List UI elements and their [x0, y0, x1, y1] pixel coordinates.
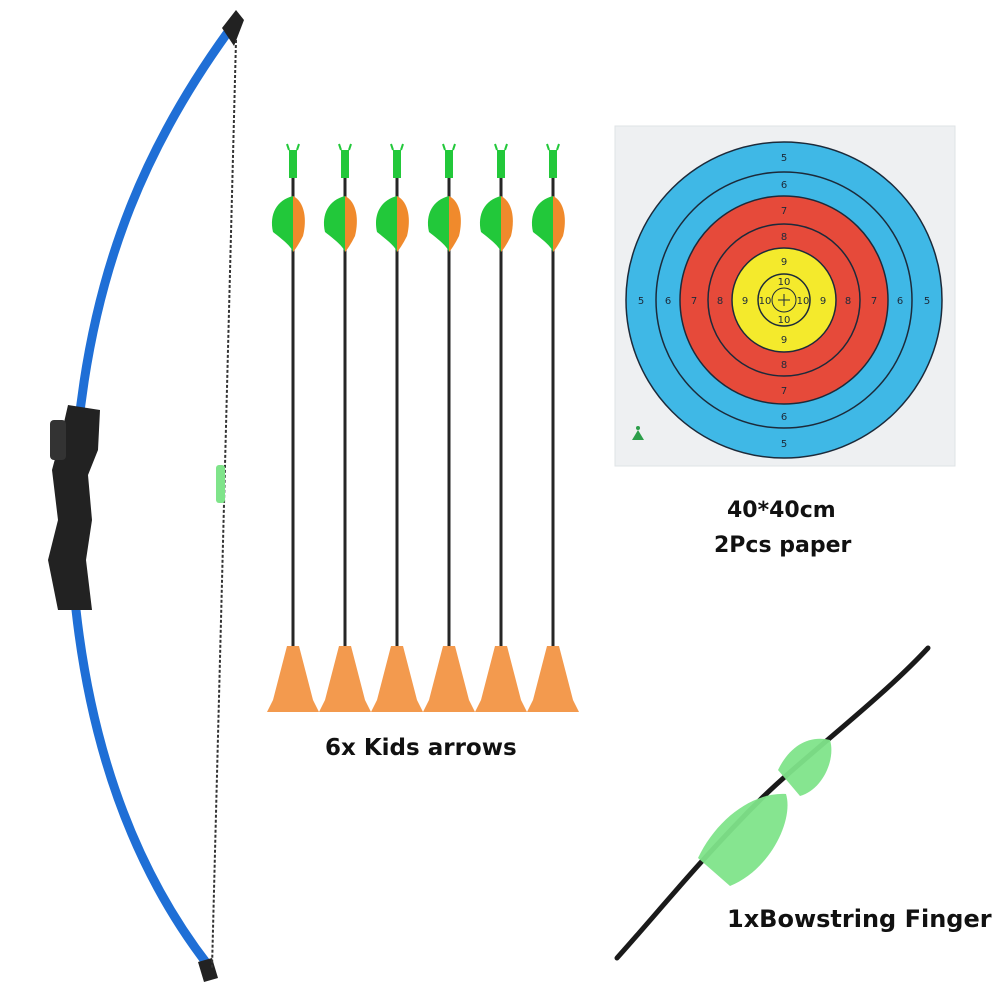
arrow-fletch-green: [323, 196, 345, 252]
ring-label-9: 9: [742, 296, 748, 307]
finger-guard-bottom: [698, 793, 788, 886]
arrow-nock-tips: [286, 143, 300, 151]
ring-label-8: 8: [845, 296, 851, 307]
target-logo: [632, 426, 644, 440]
ring-label-5: 5: [781, 439, 787, 450]
arrow-suction-cup: [267, 646, 319, 712]
arrow-6: [527, 143, 579, 712]
arrow-suction-cup: [475, 646, 527, 712]
arrow-fletch-orange: [501, 196, 513, 252]
arrow-nock: [445, 150, 453, 178]
arrow-nock-tips: [442, 143, 456, 151]
ring-label-9: 9: [781, 335, 787, 346]
arrow-nock-tips: [390, 143, 404, 151]
ring-label-5: 5: [781, 153, 787, 164]
arrow-fletch-orange: [553, 196, 565, 252]
arrow-4: [423, 143, 475, 712]
arrow-fletch-green: [427, 196, 449, 252]
ring-label-6: 6: [781, 180, 787, 191]
arrow-1: [267, 143, 319, 712]
ring-label-5: 5: [924, 296, 930, 307]
ring-label-10: 10: [759, 296, 772, 307]
arrow-nock-tips: [494, 143, 508, 151]
ring-label-8: 8: [781, 360, 787, 371]
arrow-nock: [341, 150, 349, 178]
ring-label-7: 7: [691, 296, 697, 307]
arrow-nock-tips: [338, 143, 352, 151]
target-size-caption: 40*40cm: [727, 498, 836, 523]
ring-number-labels: 5 5 5 5 6 6 6 6 7 7 7 7 8 8 8 8 9 9 9 9 10 10 10 10: [638, 153, 930, 450]
arrow-5: [475, 143, 527, 712]
ring-label-6: 6: [897, 296, 903, 307]
arrow-rest: [50, 420, 66, 460]
arrow-group: [267, 143, 579, 712]
bow-upper-limb: [73, 27, 233, 435]
bow-tip-top: [222, 10, 244, 46]
arrow-3: [371, 143, 423, 712]
arrow-suction-cup: [527, 646, 579, 712]
ring-label-9: 9: [781, 257, 787, 268]
ring-label-10: 10: [778, 315, 791, 326]
nocking-point: [216, 465, 225, 503]
arrow-nock-tips: [546, 143, 560, 151]
ring-label-10: 10: [797, 296, 810, 307]
arrow-fletch-orange: [293, 196, 305, 252]
target-paper: 5 5 5 5 6 6 6 6 7 7 7 7 8 8 8 8 9 9 9 9 10 10 10 10: [614, 125, 956, 467]
arrow-suction-cup: [319, 646, 371, 712]
arrow-fletch-green: [375, 196, 397, 252]
arrows-caption: 6x Kids arrows: [325, 735, 517, 761]
recurve-bow: [48, 10, 244, 982]
ring-label-7: 7: [781, 386, 787, 397]
bow-tip-bottom: [198, 958, 218, 982]
arrow-fletch-orange: [449, 196, 461, 252]
arrow-fletch-green: [271, 196, 293, 252]
bowstring: [211, 39, 237, 969]
finger-guard-caption: 1xBowstring Finger: [727, 905, 992, 933]
arrow-nock: [289, 150, 297, 178]
bowstring-finger-guard: [614, 645, 931, 961]
ring-label-5: 5: [638, 296, 644, 307]
arrow-fletch-green: [531, 196, 553, 252]
ring-label-8: 8: [717, 296, 723, 307]
target-quantity-caption: 2Pcs paper: [714, 533, 852, 558]
arrow-fletch-green: [479, 196, 501, 252]
arrow-nock: [393, 150, 401, 178]
ring-label-7: 7: [781, 206, 787, 217]
ring-label-6: 6: [665, 296, 671, 307]
finger-guard-top: [778, 738, 832, 796]
arrow-nock: [497, 150, 505, 178]
ring-label-9: 9: [820, 296, 826, 307]
arrow-suction-cup: [423, 646, 475, 712]
ring-x: [771, 287, 797, 313]
arrow-suction-cup: [371, 646, 423, 712]
ring-label-10: 10: [778, 277, 791, 288]
bow-lower-limb: [71, 605, 213, 970]
ring-label-7: 7: [871, 296, 877, 307]
arrow-2: [319, 143, 371, 712]
ring-label-6: 6: [781, 412, 787, 423]
arrow-fletch-orange: [397, 196, 409, 252]
arrow-nock: [549, 150, 557, 178]
arrow-fletch-orange: [345, 196, 357, 252]
ring-label-8: 8: [781, 232, 787, 243]
